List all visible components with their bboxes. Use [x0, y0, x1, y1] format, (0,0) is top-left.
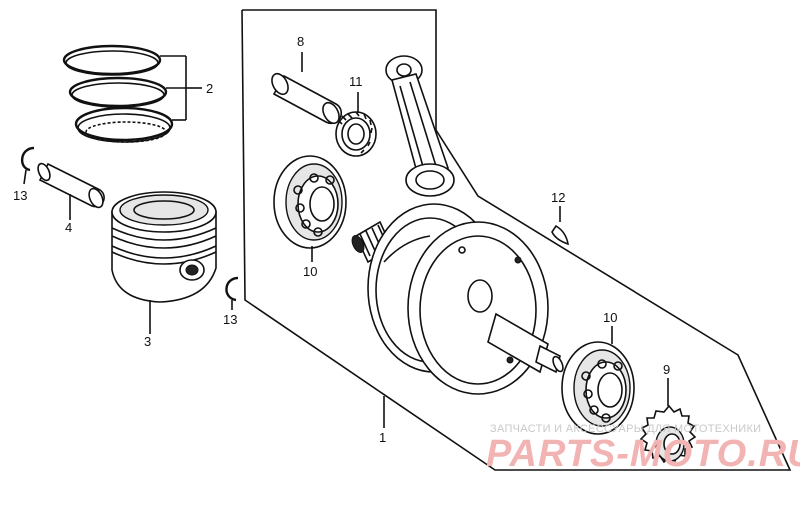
callout-13-left: 13 — [13, 188, 27, 203]
callout-10-right: 10 — [603, 310, 617, 325]
callout-2: 2 — [206, 81, 213, 96]
callout-8: 8 — [297, 34, 304, 49]
crank-pin — [271, 52, 343, 125]
piston — [111, 191, 217, 334]
ball-bearing-left — [273, 155, 347, 262]
needle-bearing — [335, 92, 377, 157]
callout-10-left: 10 — [303, 264, 317, 279]
assembly-frame — [241, 9, 792, 471]
woodruff-key — [551, 206, 570, 246]
callout-12: 12 — [551, 190, 565, 205]
callout-13-right: 13 — [223, 312, 237, 327]
piston-rings — [62, 44, 202, 143]
callout-3: 3 — [144, 334, 151, 349]
callout-9: 9 — [663, 362, 670, 377]
timing-sprocket — [639, 378, 697, 464]
watermark-logo-text: PARTS-MOTO.RU — [486, 433, 800, 475]
circlip-left — [21, 146, 35, 185]
callout-4: 4 — [65, 220, 72, 235]
watermark-tagline: ЗАПЧАСТИ И АКСЕССУАРЫ ДЛЯ МОТОТЕХНИКИ — [490, 423, 761, 435]
connecting-rod — [385, 55, 455, 197]
ball-bearing-right — [561, 326, 635, 435]
piston-pin — [37, 162, 105, 220]
crankshaft — [351, 203, 564, 428]
watermark: ЗАПЧАСТИ И АКСЕССУАРЫ ДЛЯ МОТОТЕХНИКИ PA… — [486, 423, 800, 475]
callout-11: 11 — [349, 74, 363, 89]
circlip-right — [225, 276, 239, 310]
callout-1: 1 — [379, 430, 386, 445]
